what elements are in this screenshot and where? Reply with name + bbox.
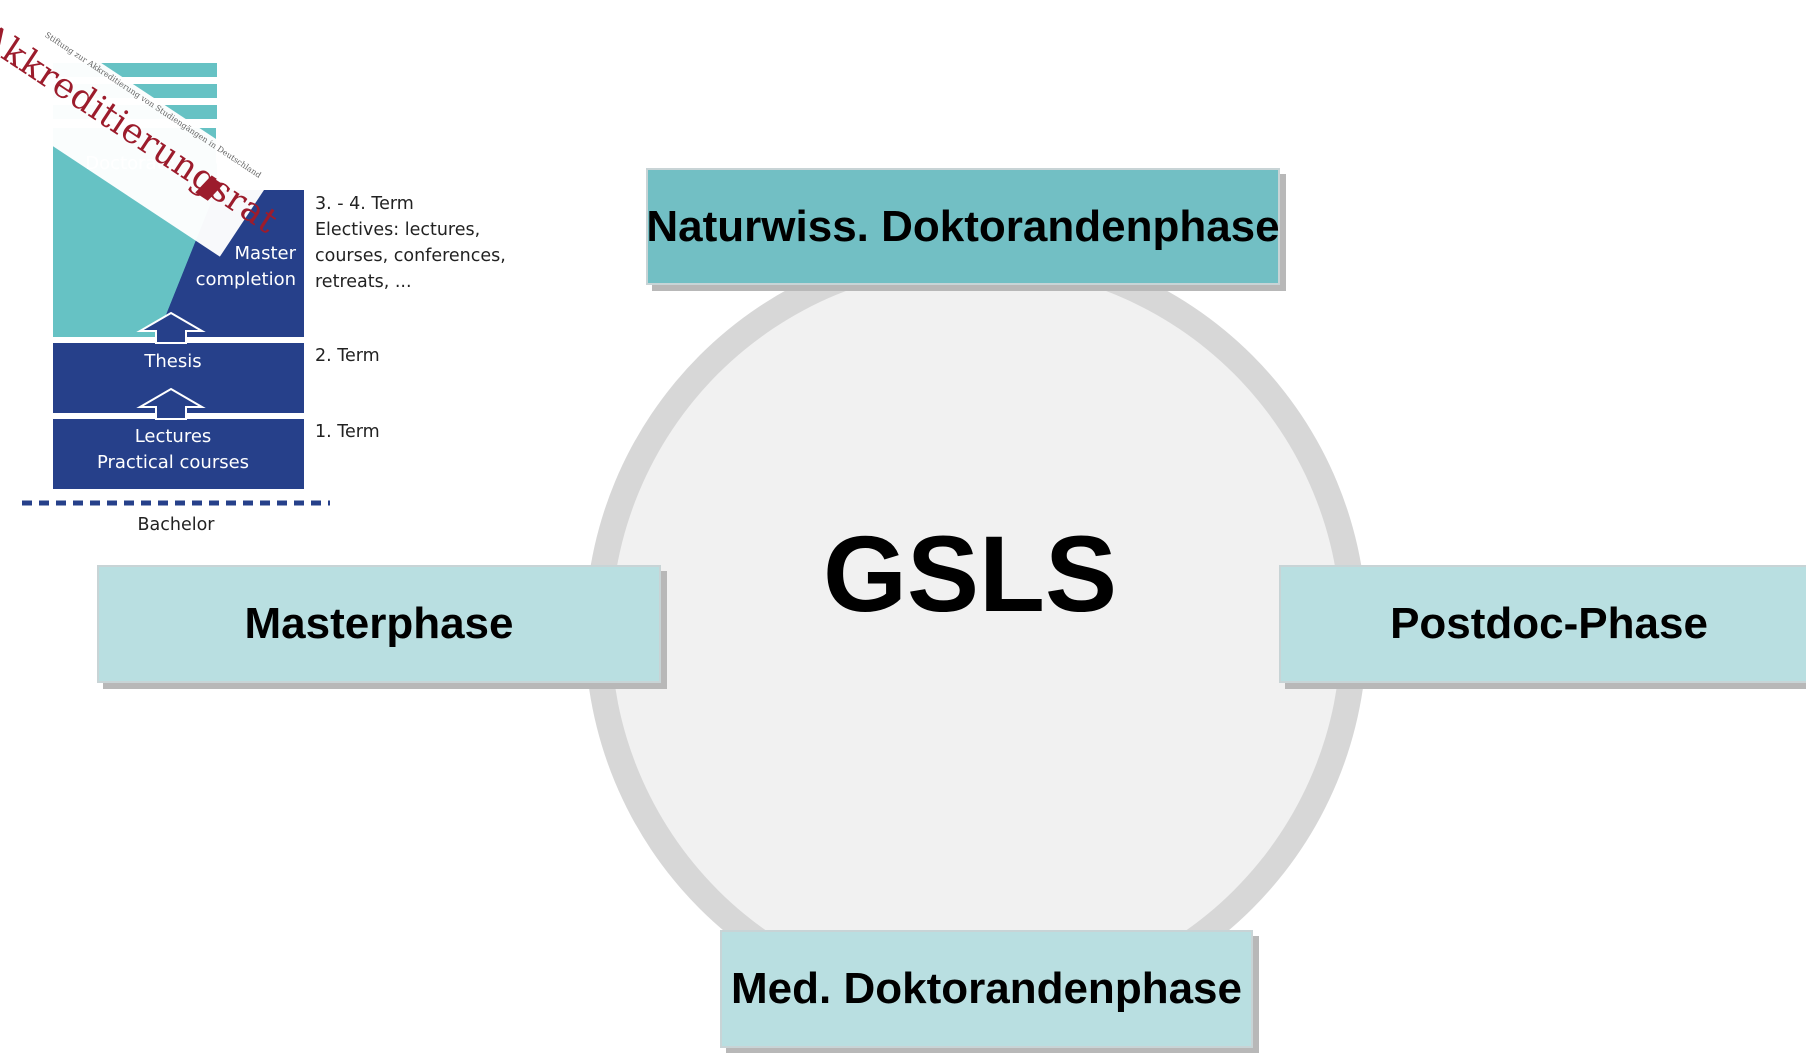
master-completion-label: Master completion xyxy=(195,243,296,290)
phase-box-postdoc: Postdoc-Phase xyxy=(1279,565,1806,683)
term-1-label: 1. Term xyxy=(315,422,380,442)
cycle-disc xyxy=(611,267,1341,997)
lectures-block xyxy=(53,419,304,489)
center-label: GSLS xyxy=(822,513,1118,634)
up-arrow-icon xyxy=(136,387,206,420)
phase-box-naturwiss: Naturwiss. Doktorandenphase xyxy=(646,168,1280,285)
phase-box-med: Med. Doktorandenphase xyxy=(720,930,1253,1048)
bachelor-label: Bachelor xyxy=(137,515,215,535)
program-blocks xyxy=(22,128,330,506)
thesis-label: Thesis xyxy=(144,351,202,372)
master-completion-block xyxy=(157,190,304,337)
phase-box-master: Masterphase xyxy=(97,565,661,683)
term-3-4-label: 3. - 4. Term Electives: lectures, course… xyxy=(315,194,506,292)
term-2-label: 2. Term xyxy=(315,346,380,366)
lectures-label: Lectures Practical courses xyxy=(96,426,250,473)
up-arrow-icon xyxy=(136,311,206,344)
master-program-diagram: Doctorate Master completion Thesis Lectu… xyxy=(0,0,560,560)
